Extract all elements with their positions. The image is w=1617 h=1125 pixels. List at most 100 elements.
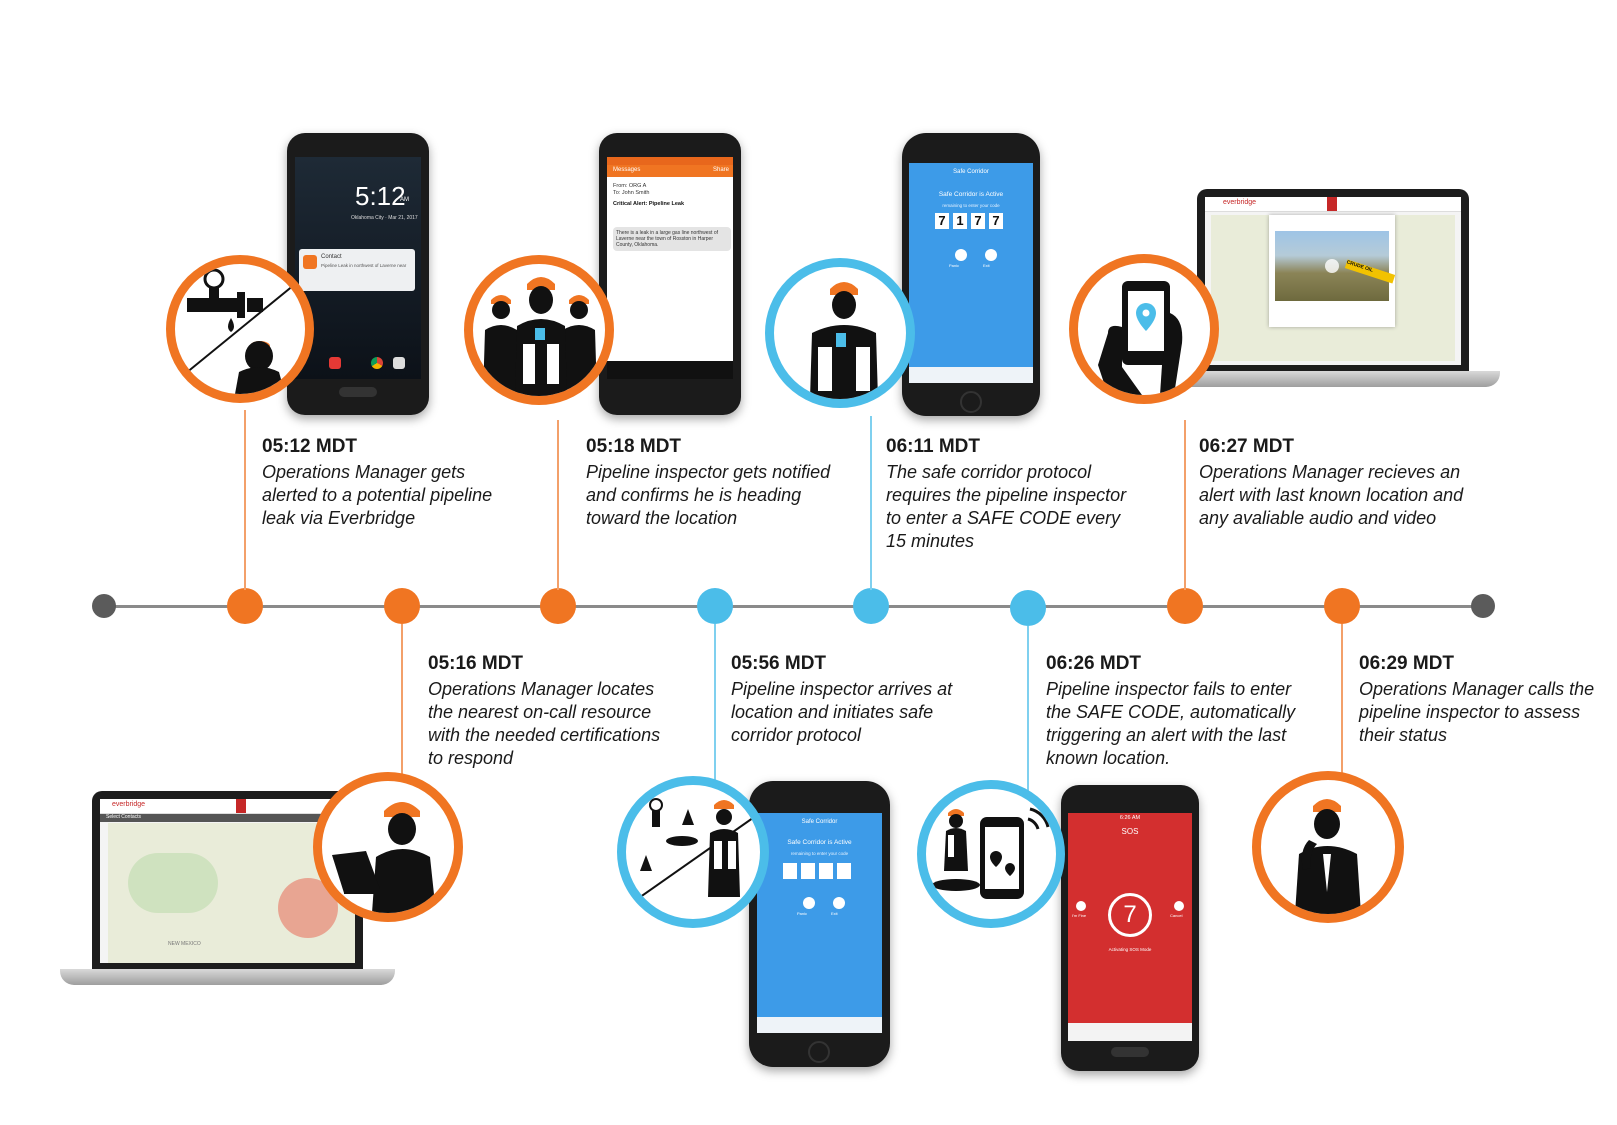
code-digit[interactable]: 7 [971,213,985,229]
connector-0629 [1341,624,1343,794]
status-time: 6:26 AM [1119,815,1141,821]
connector-0516 [401,624,403,792]
event-time: 06:26 MDT [1046,653,1142,674]
cancel-button[interactable] [1174,901,1184,911]
illustration-inspector-notified [464,255,614,405]
nav-tab-active[interactable] [1327,197,1337,211]
sos-status: Activating SOS Mode [1108,947,1152,952]
code-digit-empty[interactable] [801,863,815,879]
everbridge-app-icon [303,255,317,269]
code-digit-empty[interactable] [783,863,797,879]
screen-title: Safe Corridor [953,169,989,175]
code-digit[interactable]: 7 [935,213,949,229]
notification-title: Contact [321,254,342,260]
event-0516: 05:16 MDT Operations Manager locates the… [428,652,678,770]
panic-button[interactable] [803,897,815,909]
connector-0512 [244,410,246,590]
messages-back-label[interactable]: Messages [613,167,641,173]
camera-app-icon[interactable] [393,357,405,369]
select-contacts-label[interactable]: Select Contacts [106,814,142,820]
timeline-dot-0627 [1167,588,1203,624]
android-phone-messages: Messages Share From: ORG A To: John Smit… [599,133,741,415]
timeline-dot-0611 [853,588,889,624]
tab-bar [909,367,1033,383]
exit-label: Exit [831,911,838,916]
timeline-dot-0512 [227,588,263,624]
messages-app-bar: Messages Share [607,165,733,177]
pipeline-leak-icon [175,268,305,394]
notification-body: Pipeline Leak in northwest of Laverne ne… [321,263,407,268]
illustration-manager-laptop [313,772,463,922]
safe-corridor-screen: Safe Corridor Safe Corridor is Active re… [909,163,1033,383]
brand-logo: everbridge [112,801,146,808]
event-description: Operations Manager calls the pipeline in… [1359,679,1595,745]
lock-location: Oklahoma City · Mar 21, 2017 [351,215,418,221]
im-fine-label: I'm Fine [1072,913,1087,918]
sos-screen: 6:26 AM SOS 7 I'm Fine Cancel Activating… [1068,813,1192,1041]
lock-ampm: AM [400,197,409,203]
code-digit[interactable]: 1 [953,213,967,229]
map-terrain [128,853,218,913]
lock-notification[interactable]: Contact Pipeline Leak in northwest of La… [299,249,415,291]
video-modal: CRUDE OIL [1269,215,1396,327]
code-digit[interactable]: 7 [989,213,1003,229]
connector-0627 [1184,420,1186,590]
code-digit-empty[interactable] [837,863,851,879]
event-description: Operations Manager recieves an alert wit… [1199,462,1464,528]
timeline-start-dot [92,594,116,618]
toolbar: Select Contacts [100,814,355,822]
panic-button[interactable] [955,249,967,261]
code-digit-empty[interactable] [819,863,833,879]
event-description: Pipeline inspector arrives at location a… [731,679,953,745]
home-button[interactable] [960,391,982,413]
event-0611: 06:11 MDT The safe corridor protocol req… [886,435,1136,553]
event-description: Operations Manager locates the nearest o… [428,679,661,768]
messages-screen: Messages Share From: ORG A To: John Smit… [607,157,733,379]
illustration-leak-alert [166,255,314,403]
event-0518: 05:18 MDT Pipeline inspector gets notifi… [586,435,841,530]
message-bubble: There is a leak in a large gas line nort… [613,227,731,251]
chrome-app-icon[interactable] [371,357,383,369]
connector-0626 [1027,626,1029,800]
panic-label: Panic [949,263,960,268]
timeline-dot-0629 [1324,588,1360,624]
status-bar [607,157,733,165]
connector-0611 [870,416,872,590]
inspector-team-icon [483,277,597,396]
manager-laptop-icon [332,802,436,913]
nav-tab-active[interactable] [236,799,246,813]
home-button[interactable] [339,387,377,397]
inspector-site-icon [626,798,760,908]
home-button[interactable] [1111,1047,1149,1057]
play-icon[interactable] [1325,259,1339,273]
app-header: everbridge [1205,197,1461,212]
timeline-axis [104,605,1494,608]
timeline-dot-0626 [1010,590,1046,626]
hand-phone-location-icon [1098,281,1183,395]
android-phone-sos: 6:26 AM SOS 7 I'm Fine Cancel Activating… [1061,785,1199,1071]
messages-app-icon[interactable] [329,357,341,369]
connector-0556 [714,624,716,796]
laptop-base [1165,371,1500,387]
share-button[interactable]: Share [712,167,729,173]
event-time: 05:16 MDT [428,653,524,674]
im-fine-button[interactable] [1076,901,1086,911]
brand-logo: everbridge [1223,199,1257,206]
safe-corridor-screen: Safe Corridor Safe Corridor is Active re… [757,813,882,1033]
exit-button[interactable] [985,249,997,261]
timeline-dot-0516 [384,588,420,624]
event-0629: 06:29 MDT Operations Manager calls the p… [1359,652,1609,747]
illustration-manager-calls [1252,771,1404,923]
illustration-inspector-arrives [617,776,769,928]
event-0627: 06:27 MDT Operations Manager recieves an… [1199,435,1469,530]
event-description: Pipeline inspector fails to enter the SA… [1046,679,1296,768]
iphone-safe-corridor-empty: Safe Corridor Safe Corridor is Active re… [749,781,890,1067]
illustration-inspector-safe-code [765,258,915,408]
video-player[interactable]: CRUDE OIL [1275,231,1396,301]
home-button[interactable] [808,1041,830,1063]
exit-button[interactable] [833,897,845,909]
event-0556: 05:56 MDT Pipeline inspector arrives at … [731,652,971,747]
event-time: 06:27 MDT [1199,436,1295,457]
screen-title: Safe Corridor [801,819,838,825]
map-label: NEW MEXICO [168,941,201,947]
